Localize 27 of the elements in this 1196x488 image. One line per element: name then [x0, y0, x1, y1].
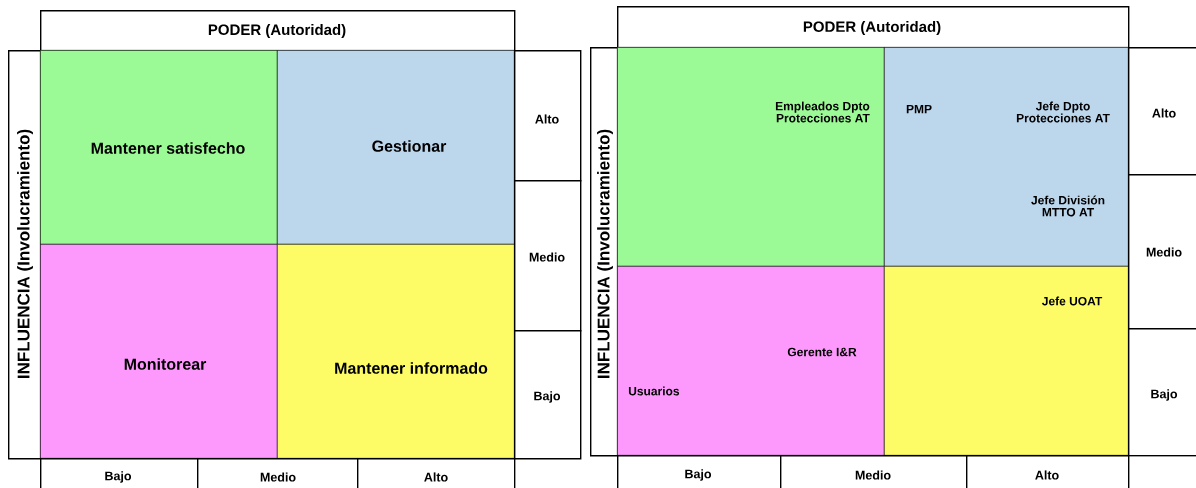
scale-label: Alto	[1035, 470, 1059, 480]
scale-label: Medio	[529, 252, 565, 262]
scale-label: Medio	[855, 470, 891, 480]
quadrant-label: PMP	[906, 104, 932, 114]
axis-title: PODER (Autoridad)	[208, 24, 346, 38]
scale-label: Medio	[260, 472, 296, 482]
quadrant-label: Jefe División MTTO AT	[1031, 195, 1105, 217]
quadrant-label: Jefe UOAT	[1041, 296, 1103, 306]
scale-label: Bajo	[685, 469, 712, 481]
scale-label: Bajo	[1151, 389, 1178, 401]
scale-label: Bajo	[105, 471, 132, 483]
axis-title: PODER (Autoridad)	[803, 21, 941, 35]
axis-title: INFLUENCIA (Involucramiento)	[597, 129, 613, 378]
quadrant-label: Jefe Dpto Protecciones AT	[1016, 101, 1110, 123]
quadrant-label: Mantener informado	[335, 362, 488, 374]
quadrant-label: Gerente I&R	[787, 347, 857, 357]
quadrant-label: Monitorear	[124, 358, 207, 370]
scale-label: Alto	[1152, 108, 1176, 118]
quadrant-label: Gestionar	[372, 140, 447, 152]
scale-label: Medio	[1146, 247, 1182, 257]
scale-label: Alto	[424, 472, 448, 482]
quadrant-label: Mantener satisfecho	[91, 142, 245, 154]
axis-title: INFLUENCIA (Involucramiento)	[17, 129, 33, 378]
quadrant-label: Usuarios	[628, 386, 680, 396]
scale-label: Alto	[535, 114, 559, 124]
scale-label: Bajo	[534, 391, 561, 403]
quadrant-label: Empleados Dpto Protecciones AT	[775, 101, 870, 123]
